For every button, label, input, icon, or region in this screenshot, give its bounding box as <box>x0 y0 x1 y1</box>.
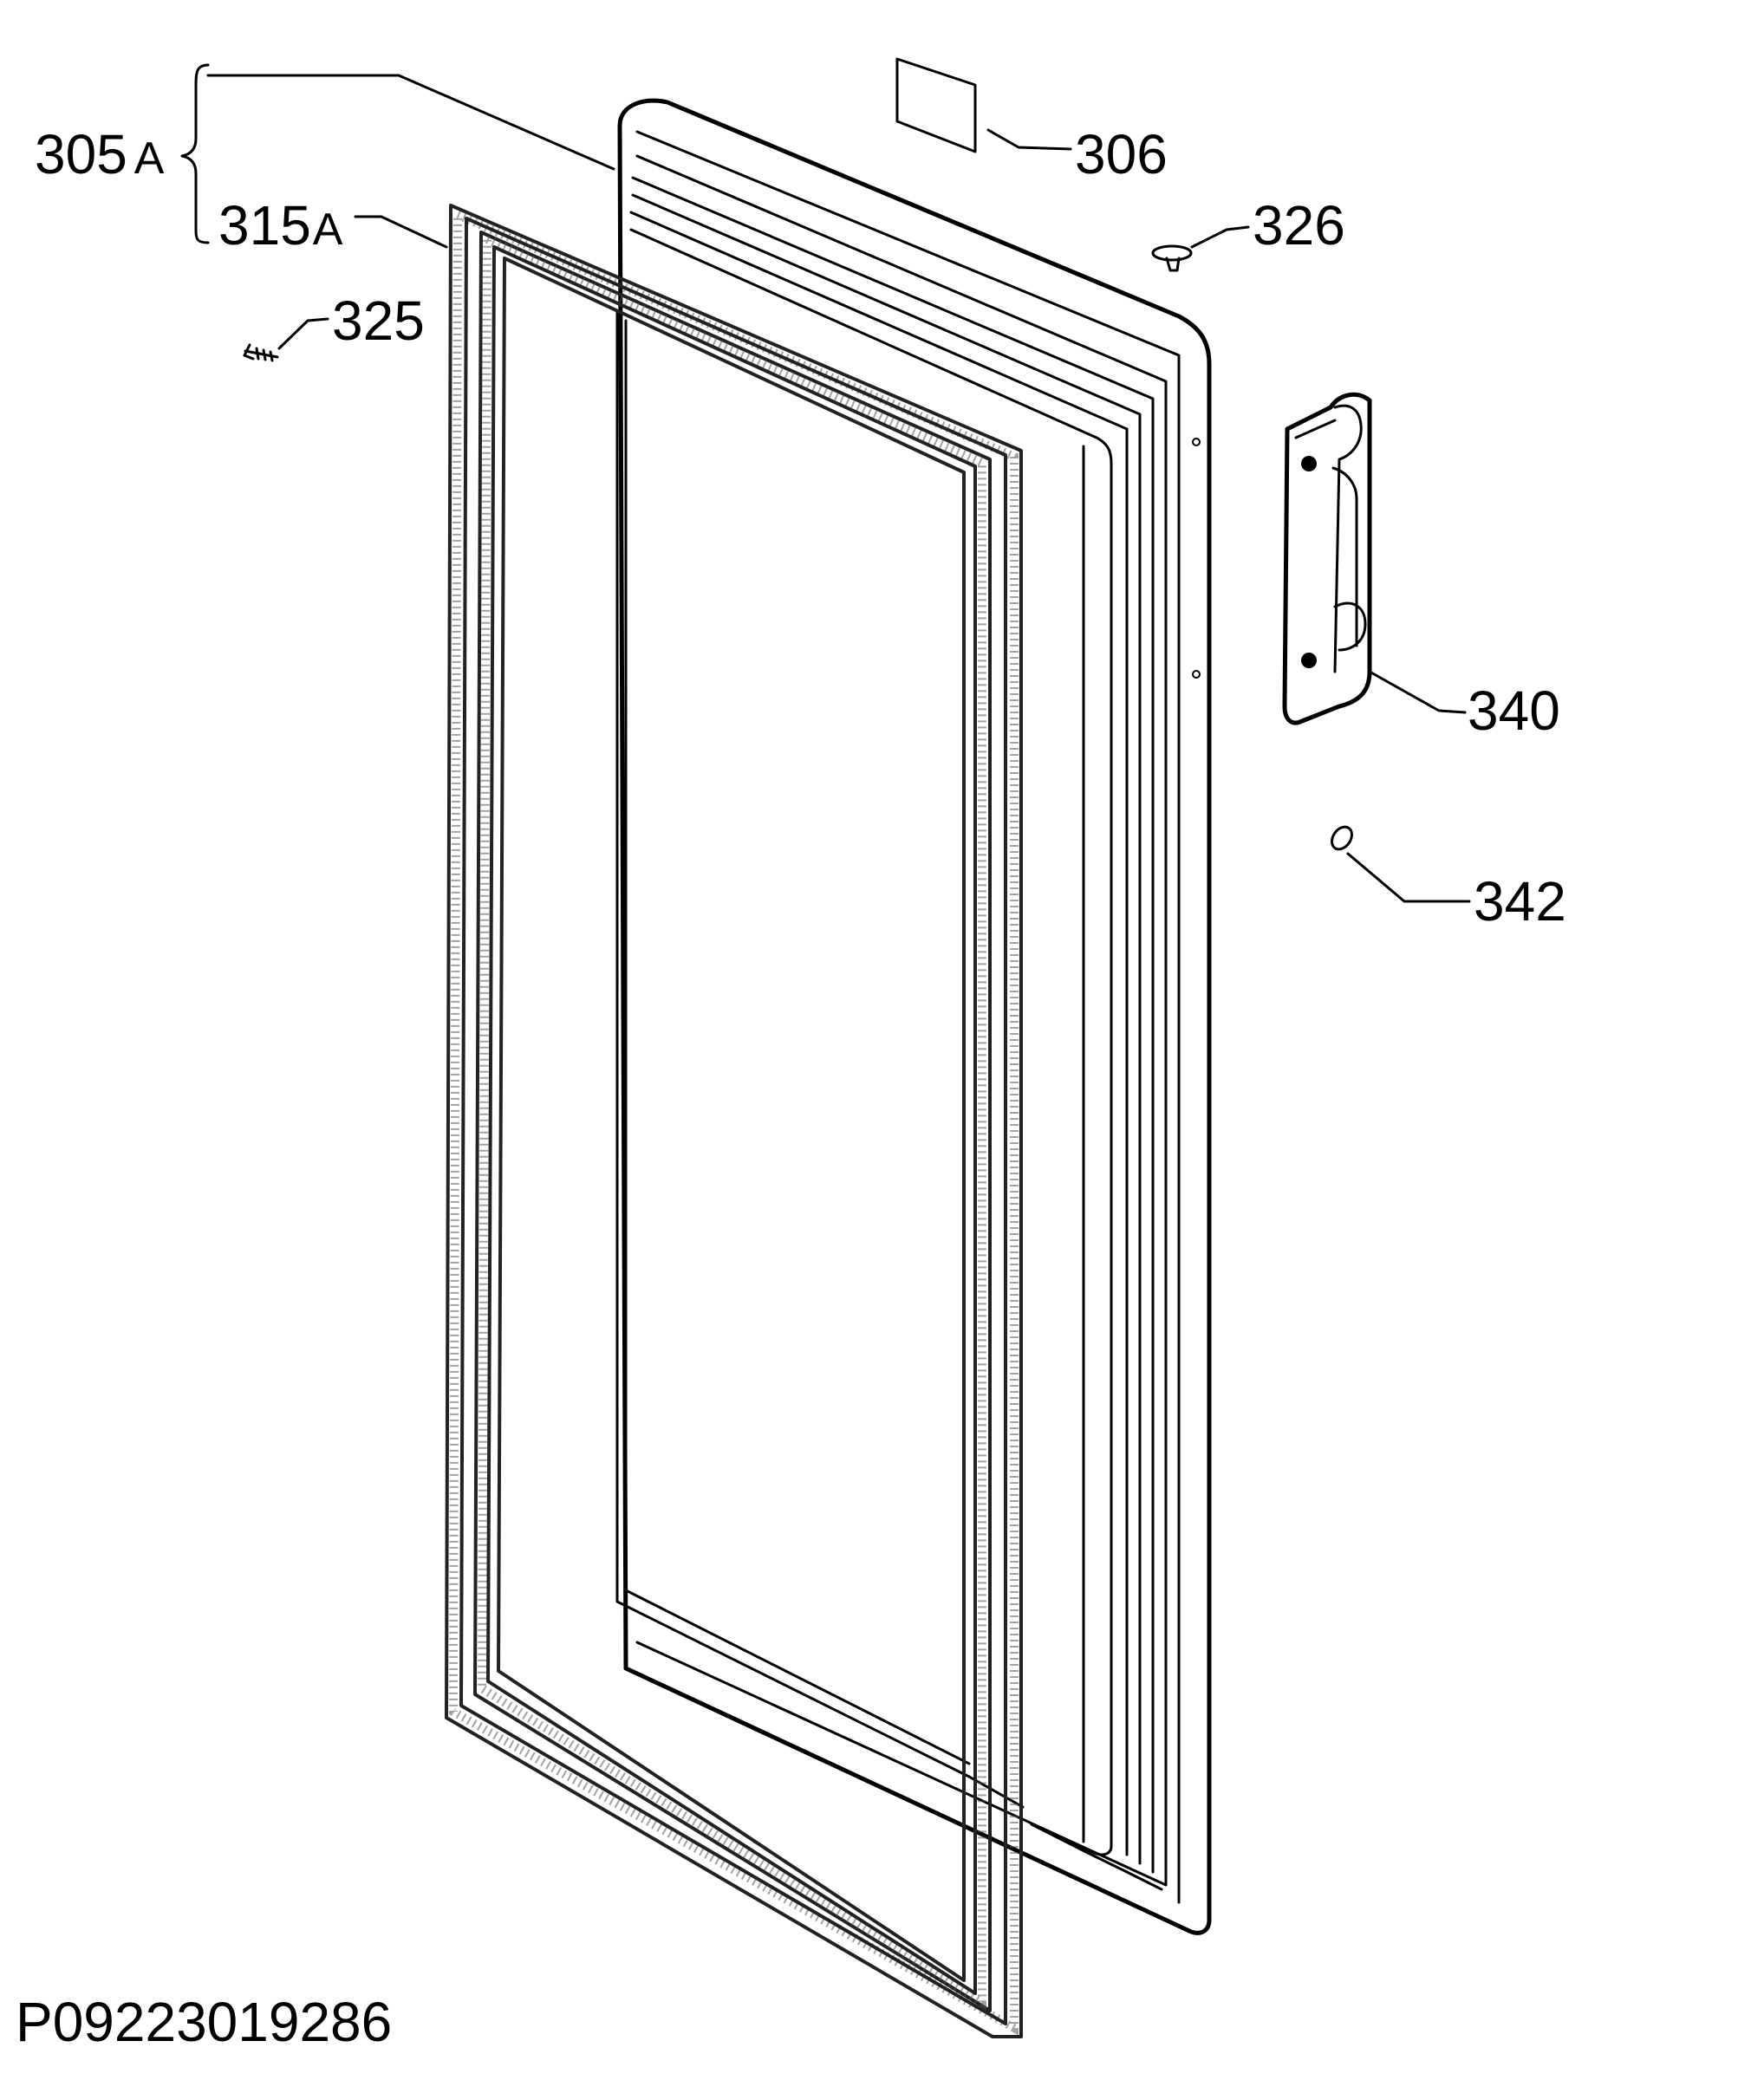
callout-342: 342 <box>1474 870 1566 933</box>
callout-306: 306 <box>1075 123 1168 185</box>
callout-326: 326 <box>1253 194 1345 257</box>
document-number: P09223019286 <box>16 1991 392 2053</box>
callout-340: 340 <box>1468 679 1560 742</box>
label-sticker <box>895 57 977 153</box>
door-gasket <box>445 204 1023 2038</box>
door-panel <box>615 98 1212 1935</box>
callout-325: 325 <box>332 289 425 352</box>
callout-315A: 315A <box>218 194 343 257</box>
washer-342 <box>1331 825 1353 851</box>
screw-325 <box>243 343 279 362</box>
leader-lines <box>180 63 1471 903</box>
door-handle <box>1282 392 1372 725</box>
part-326-clip <box>1151 244 1193 272</box>
